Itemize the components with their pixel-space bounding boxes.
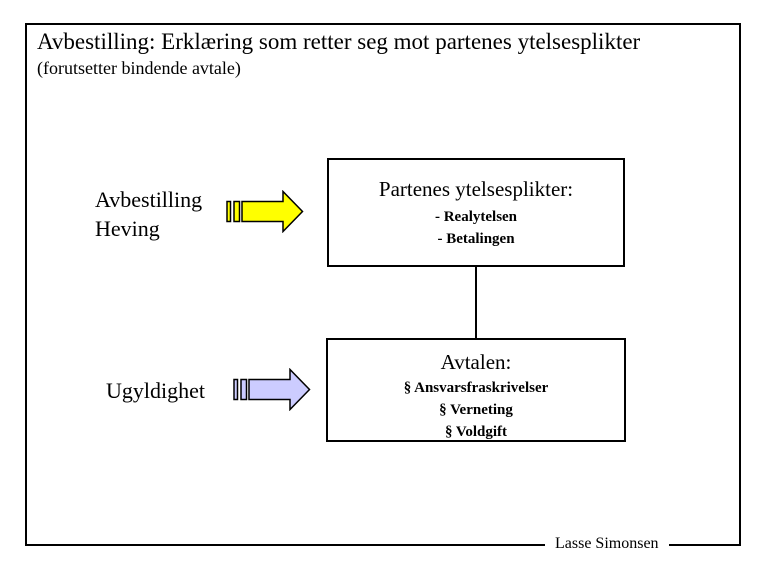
box-title: Partenes ytelsesplikter: bbox=[378, 177, 574, 201]
striped-right-arrow-icon bbox=[226, 190, 304, 233]
label-heving: Heving bbox=[95, 216, 160, 241]
box-partenes-ytelsesplikter: Partenes ytelsesplikter: - Realytelsen -… bbox=[327, 158, 625, 267]
slide-subtitle: (forutsetter bindende avtale) bbox=[37, 58, 241, 78]
box-title: Avtalen: bbox=[440, 350, 512, 374]
page-border bbox=[25, 23, 741, 546]
box-item: - Realytelsen bbox=[434, 209, 518, 225]
label-ugyldighet: Ugyldighet bbox=[106, 378, 205, 403]
slide-title: Avbestilling: Erklæring som retter seg m… bbox=[37, 29, 641, 54]
label-avbestilling: Avbestilling bbox=[95, 187, 203, 212]
box-item: § Verneting bbox=[439, 402, 513, 418]
box-item: - Betalingen bbox=[437, 231, 515, 247]
box-avtalen: Avtalen: § Ansvarsfraskrivelser § Vernet… bbox=[326, 338, 626, 442]
footer-author: Lasse Simonsen bbox=[545, 535, 669, 553]
box-items: § Ansvarsfraskrivelser § Verneting § Vol… bbox=[328, 377, 624, 443]
box-item: § Ansvarsfraskrivelser bbox=[403, 380, 549, 396]
connector-line bbox=[475, 267, 477, 338]
label-avbestilling-heving: Avbestilling Heving bbox=[95, 185, 202, 243]
striped-right-arrow-icon bbox=[233, 368, 311, 411]
box-items: - Realytelsen - Betalingen bbox=[329, 206, 623, 250]
box-item: § Voldgift bbox=[444, 424, 508, 440]
